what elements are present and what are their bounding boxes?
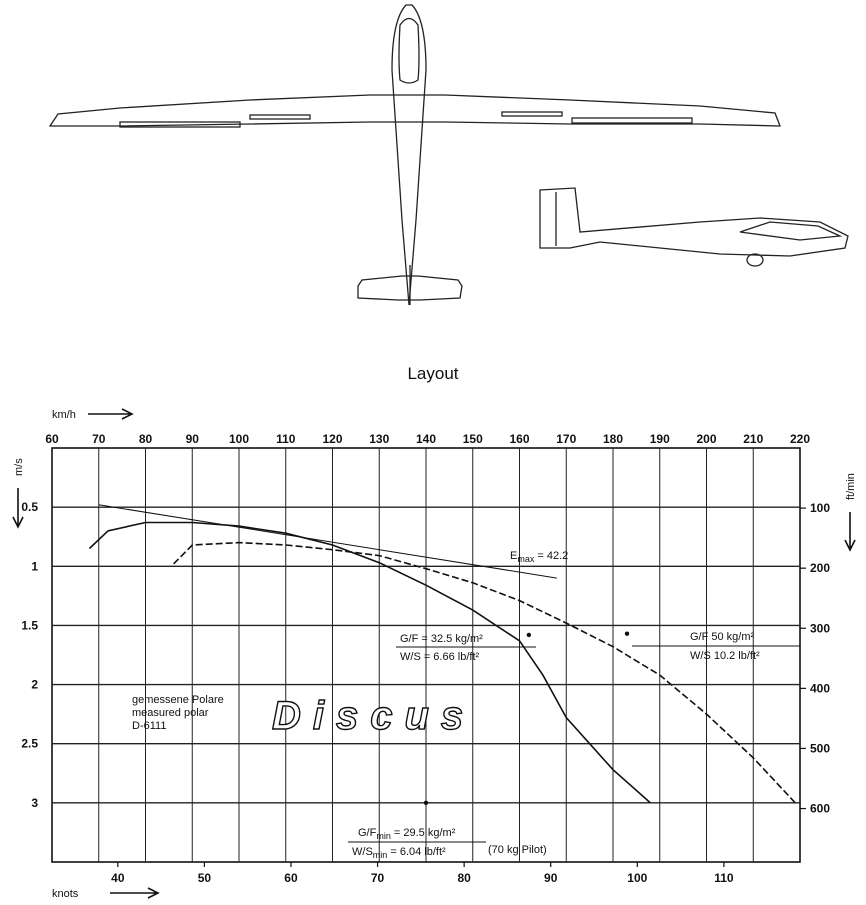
top-tick-label: 90 [186,432,200,446]
right-axis-arrow [844,512,856,552]
right-tick-label: 600 [810,802,830,816]
bottom-tick-label: 50 [198,871,212,885]
bottom-tick-label: 80 [457,871,471,885]
bottom-tick-label: 70 [371,871,385,885]
top-tick-label: 210 [743,432,763,446]
bottom-tick-label: 110 [714,871,734,885]
left-axis-arrow [12,488,24,529]
measured-polar-line-1: gemessene Polare [132,694,224,706]
polar-curve-dashed [173,541,796,804]
left-tick-label: 0.5 [21,500,38,514]
top-tick-label: 130 [369,432,389,446]
top-tick-label: 160 [509,432,529,446]
top-axis-arrow [88,408,134,420]
wing-loading-heavy-numerator: G/F 50 kg/m² [690,631,755,643]
brand-logo: Discus [272,694,475,738]
pilot-note: (70 kg Pilot) [488,844,547,856]
left-tick-label: 1 [31,559,38,573]
top-tick-label: 60 [45,432,59,446]
top-tick-label: 170 [556,432,576,446]
top-tick-label: 220 [790,432,810,446]
top-tick-label: 190 [650,432,670,446]
top-tick-label: 80 [139,432,153,446]
right-tick-label: 300 [810,621,830,635]
polar-curve-tangent [98,504,557,579]
wing-loading-heavy-denominator: W/S 10.2 lb/ft² [690,650,760,662]
layout-caption: Layout [407,364,459,383]
top-tick-label: 180 [603,432,623,446]
right-tick-label: 200 [810,561,830,575]
glider-layout-drawing [48,4,849,306]
top-tick-label: 120 [322,432,342,446]
top-tick-label: 100 [229,432,249,446]
left-tick-label: 2.5 [21,737,38,751]
top-tick-label: 140 [416,432,436,446]
top-axis-label: km/h [52,409,76,421]
bottom-tick-label: 40 [111,871,125,885]
min-wing-loading-denominator: W/Smin = 6.04 lb/ft² [352,846,446,860]
polar-curve-solid [88,521,651,804]
chart-series [88,504,796,806]
bottom-axis-label: knots [52,888,79,900]
right-tick-label: 400 [810,681,830,695]
bottom-tick-label: 100 [627,871,647,885]
data-point [526,632,532,638]
bottom-tick-label: 90 [544,871,558,885]
left-tick-label: 2 [31,678,38,692]
top-tick-label: 110 [276,432,296,446]
left-tick-label: 3 [31,796,38,810]
data-point [423,800,429,806]
min-wing-loading-numerator: G/Fmin = 29.5 kg/m² [358,827,456,841]
right-tick-label: 100 [810,501,830,515]
data-point [624,631,630,636]
left-axis-label: m/s [13,458,25,476]
chart-grid [51,447,801,863]
bottom-axis-arrow [110,887,160,899]
wing-loading-light-numerator: G/F = 32.5 kg/m² [400,633,483,645]
top-tick-label: 200 [696,432,716,446]
measured-polar-line-3: D-6111 [132,720,166,732]
top-tick-label: 150 [463,432,483,446]
emax-label: Emax = 42.2 [510,550,568,564]
left-tick-label: 1.5 [21,618,38,632]
top-tick-label: 70 [92,432,106,446]
bottom-tick-label: 60 [284,871,298,885]
right-axis-label: ft/min [845,473,857,500]
measured-polar-line-2: measured polar [132,707,209,719]
right-tick-label: 500 [810,741,830,755]
wing-loading-light-denominator: W/S = 6.66 lb/ft² [400,651,480,663]
